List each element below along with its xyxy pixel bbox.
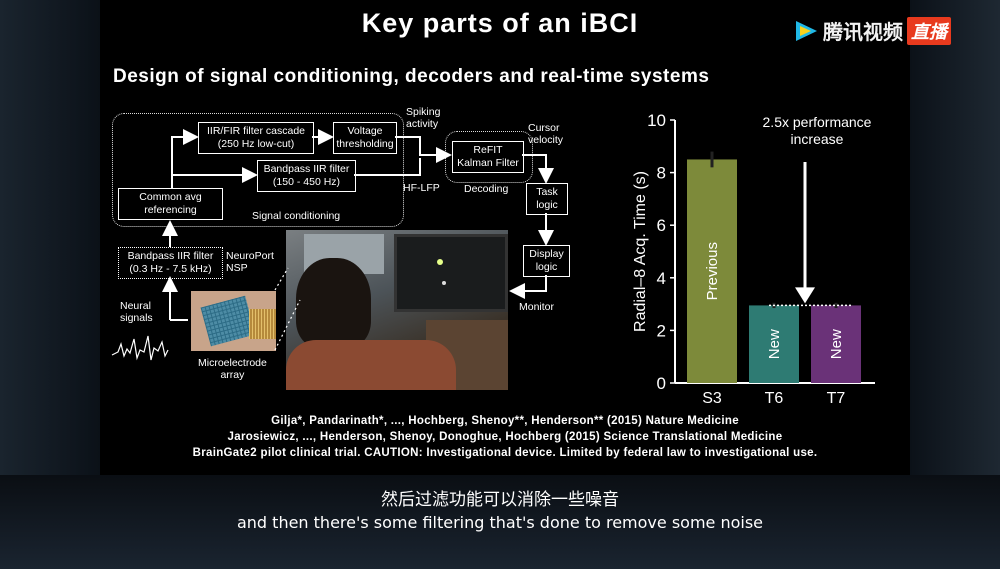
annotation-text: 2.5x performance (763, 114, 872, 130)
slide-subtitle: Design of signal conditioning, decoders … (113, 66, 710, 87)
video-bottom-band (0, 475, 1000, 569)
bar-label: New (828, 329, 845, 359)
participant-photo (286, 230, 508, 390)
bar-label: New (766, 329, 783, 359)
citation-2: Jarosiewicz, ..., Henderson, Shenoy, Don… (227, 431, 783, 443)
annotation-text: increase (791, 131, 844, 147)
common-avg-referencing-box: Common avg referencing (118, 188, 223, 220)
y-axis-label: Radial–8 Acq. Time (s) (632, 171, 649, 332)
logo-text: 腾讯视频 (823, 22, 903, 44)
hf-lfp-label: HF-LFP (403, 182, 440, 194)
citation-1: Gilja*, Pandarinath*, ..., Hochberg, She… (271, 415, 739, 427)
signal-conditioning-region (112, 113, 404, 227)
neural-signals-label: Neural signals (120, 300, 153, 324)
y-tick-label: 6 (657, 216, 666, 235)
bar-label: Previous (704, 242, 721, 300)
background-blur-left (0, 0, 100, 569)
neural-signal-trace (111, 335, 169, 361)
x-tick-label: T6 (765, 390, 784, 407)
monitor-label: Monitor (519, 301, 555, 313)
display-logic-box: Display logic (523, 245, 570, 277)
decoding-label: Decoding (464, 183, 509, 195)
neuroport-nsp-label: NeuroPort NSP (226, 250, 274, 274)
subtitle-english: and then there's some filtering that's d… (236, 513, 764, 532)
signal-conditioning-label: Signal conditioning (252, 210, 341, 222)
subtitle-chinese: 然后过滤功能可以消除一些噪音 (381, 490, 619, 510)
bandpass-iir-low-box: Bandpass IIR filter (0.3 Hz - 7.5 kHz) (118, 247, 223, 279)
y-tick-label: 8 (657, 164, 666, 183)
background-blur-right (910, 0, 1000, 569)
task-monitor (394, 234, 508, 312)
microelectrode-array-label: Microelectrode array (198, 357, 267, 381)
y-tick-label: 4 (657, 269, 666, 288)
x-tick-label: T7 (827, 390, 846, 407)
x-tick-label: S3 (702, 390, 722, 407)
y-tick-label: 2 (657, 321, 666, 340)
task-logic-box: Task logic (526, 183, 568, 215)
bar-s3 (687, 159, 737, 383)
tencent-video-play-icon (796, 20, 817, 41)
cursor-velocity-label: Cursor velocity (528, 122, 564, 146)
annotation-arrow-head (795, 287, 815, 304)
microelectrode-array-image (191, 291, 276, 351)
y-tick-label: 0 (657, 374, 666, 393)
tencent-video-logo: 腾讯视频 直播 (793, 16, 951, 45)
refit-kalman-box: ReFIT Kalman Filter (452, 141, 524, 173)
bar-t6 (749, 305, 799, 383)
citation-3: BrainGate2 pilot clinical trial. CAUTION… (192, 447, 818, 459)
slide-title: Key parts of an iBCI (361, 8, 639, 38)
y-tick-label: 10 (647, 111, 666, 130)
spiking-activity-label: Spiking activity (406, 106, 441, 130)
bar-t7 (811, 305, 861, 383)
live-badge: 直播 (907, 16, 951, 45)
